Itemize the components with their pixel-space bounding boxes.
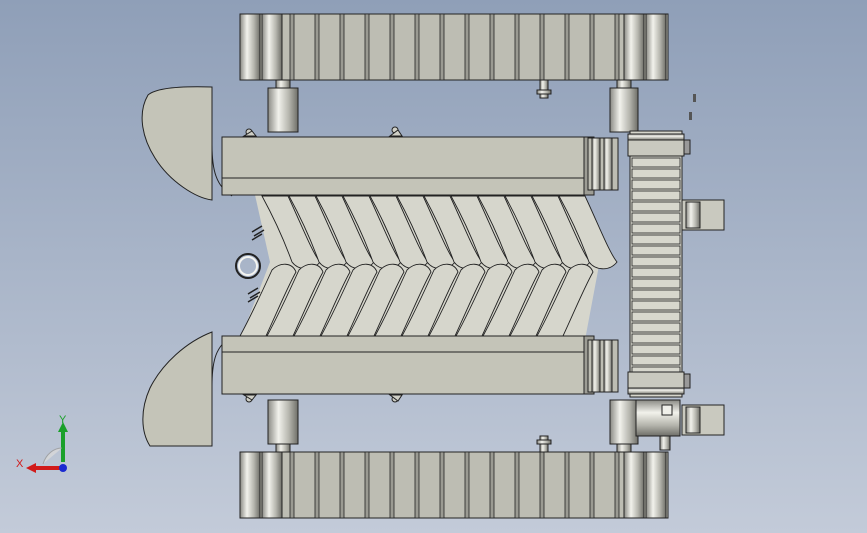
track-cleat (414, 451, 420, 519)
auger-flight-lower (347, 263, 405, 337)
x-axis-label: X (16, 458, 24, 470)
triad-plane-indicator (42, 447, 63, 465)
auger-flight-lower (401, 263, 459, 337)
track-cleat (289, 13, 295, 81)
track-cleat (614, 451, 620, 519)
side-conveyor (627, 94, 725, 451)
coordinate-triad (26, 422, 68, 473)
conveyor-slat (631, 245, 681, 256)
frame-beams (221, 136, 595, 395)
track-cleat (339, 451, 345, 519)
conveyor-slat (631, 278, 681, 289)
auger-flight-lower (536, 263, 594, 337)
track-cleat (589, 451, 595, 519)
y-axis-arrowhead (58, 422, 68, 432)
conveyor-slat (631, 157, 681, 168)
conveyor-slat (631, 322, 681, 333)
track-cleat (514, 13, 520, 81)
track-cleat (614, 13, 620, 81)
track-cleat (564, 451, 570, 519)
auger-flight-lower (509, 263, 567, 337)
conveyor-slat (631, 289, 681, 300)
auger-flight-lower (455, 263, 513, 337)
conveyor-slat (631, 212, 681, 223)
track-cleat (464, 13, 470, 81)
track-cleat (514, 451, 520, 519)
auger-flight-lower (374, 263, 432, 337)
conveyor-slat (631, 355, 681, 366)
conveyor-slat (631, 234, 681, 245)
conveyor-slat (631, 201, 681, 212)
track-cleat (489, 13, 495, 81)
track-cleat (439, 13, 445, 81)
track-cleat (539, 451, 545, 519)
track-cleat (389, 13, 395, 81)
track-cleat (339, 13, 345, 81)
conveyor-slat (631, 179, 681, 190)
x-axis-arrowhead (26, 463, 36, 473)
spiral-auger-assembly (239, 195, 618, 340)
auger-flight-lower (239, 263, 297, 337)
track-cleat (464, 451, 470, 519)
drive-rollers (587, 137, 619, 393)
auger-flight-lower (320, 263, 378, 337)
auger-flight-lower (482, 263, 540, 337)
track-cleat (439, 451, 445, 519)
track-cleat (314, 13, 320, 81)
track-cleat (314, 451, 320, 519)
conveyor-slat (631, 223, 681, 234)
y-axis-label: Y (59, 414, 67, 426)
conveyor-slat (631, 256, 681, 267)
track-cleat (539, 13, 545, 81)
track-cleat (364, 13, 370, 81)
conveyor-slat (631, 168, 681, 179)
track-cleat (364, 451, 370, 519)
conveyor-slat (631, 344, 681, 355)
auger-flight-lower (293, 263, 351, 337)
front-scoops (141, 86, 233, 447)
auger-flight-lower (266, 263, 324, 337)
track-cleat (589, 13, 595, 81)
track-cleat (489, 451, 495, 519)
conveyor-slat (631, 311, 681, 322)
auger-flight-upper (558, 195, 618, 270)
bottom-crawler-track (239, 451, 669, 519)
conveyor-slat (631, 333, 681, 344)
support-cylinders (267, 79, 639, 453)
beam-lugs (242, 126, 403, 403)
conveyor-slat (631, 190, 681, 201)
z-axis-origin (59, 464, 67, 472)
conveyor-slat (631, 267, 681, 278)
track-cleat (564, 13, 570, 81)
track-cleat (289, 451, 295, 519)
auger-flight-lower (428, 263, 486, 337)
track-cleat (389, 451, 395, 519)
conveyor-slat (631, 300, 681, 311)
top-crawler-track (239, 13, 669, 81)
center-ring (235, 225, 265, 303)
track-cleat (414, 13, 420, 81)
